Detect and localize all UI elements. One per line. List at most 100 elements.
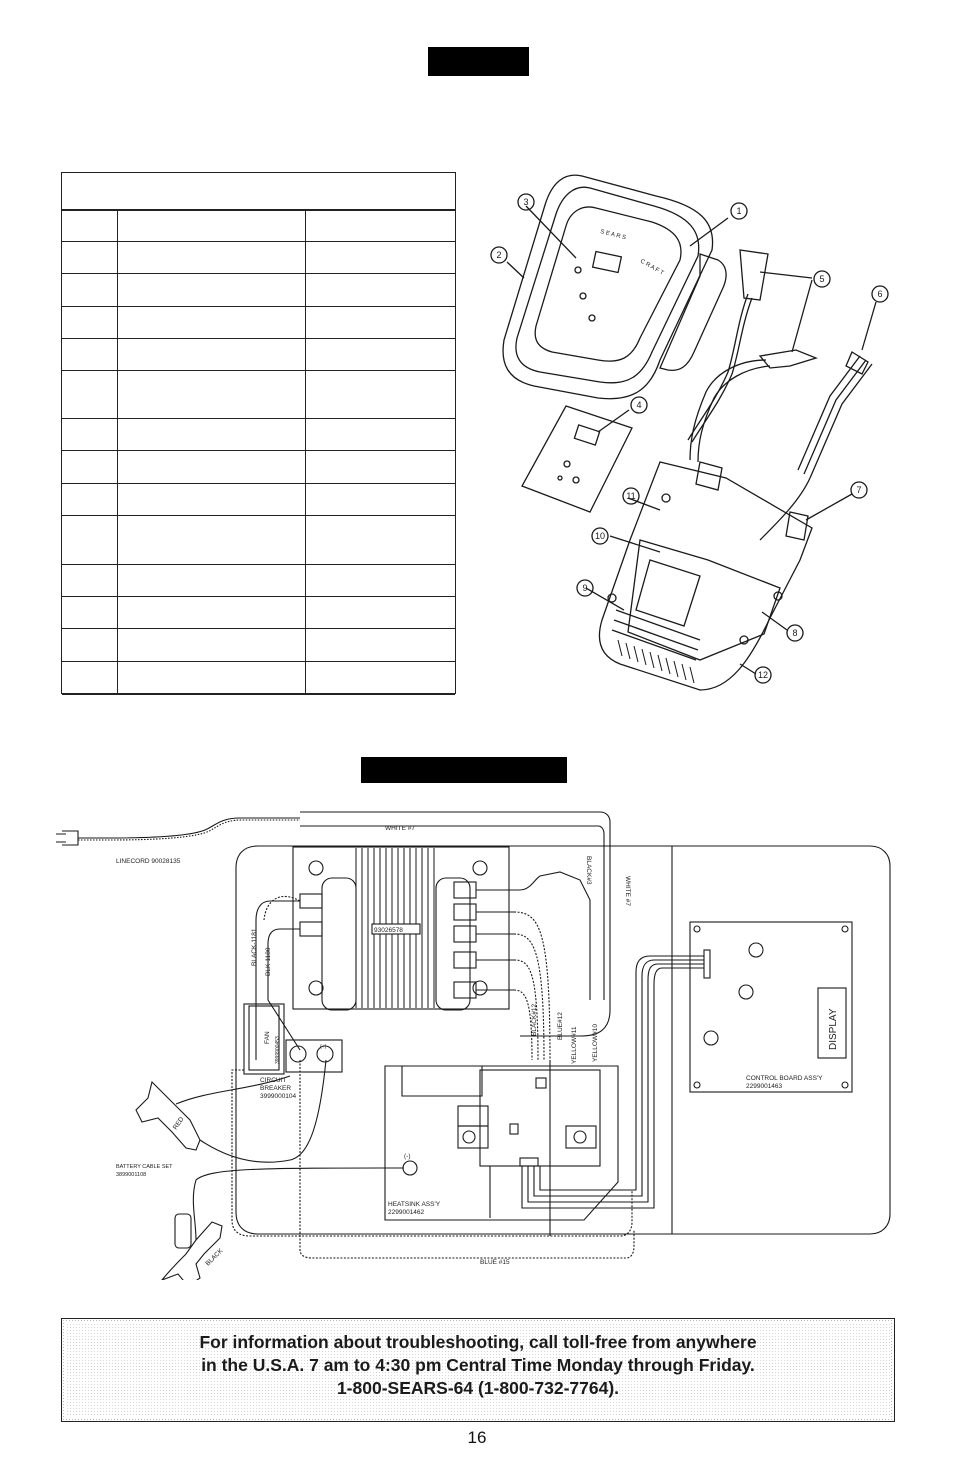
- parts-table-cell: [62, 450, 118, 484]
- wiring-diagram: WHITE #7 LINECORD 90028135 BLACK-1181 BL…: [56, 811, 891, 1280]
- parts-table-row: [62, 661, 455, 695]
- label-blue-12: BLUE#12: [557, 1012, 564, 1040]
- parts-table-row: [62, 210, 455, 242]
- parts-table-cell: [117, 450, 306, 484]
- info-line-1: For information about troubleshooting, c…: [199, 1332, 757, 1352]
- parts-table-cell: [305, 515, 455, 565]
- red-clamp: [135, 1080, 201, 1151]
- label-breaker: BREAKER: [260, 1085, 291, 1092]
- label-control-board: CONTROL BOARD ASS'Y: [746, 1075, 823, 1082]
- callout-4: 4: [636, 400, 641, 410]
- parts-table-cell: [117, 661, 306, 695]
- label-yellow-11: YELLOW#11: [571, 1026, 578, 1064]
- parts-table-cell: [305, 450, 455, 484]
- label-control-board-pn: 2299001463: [746, 1083, 783, 1090]
- callout-12: 12: [758, 670, 768, 680]
- parts-table-cell: [62, 418, 118, 451]
- callout-5: 5: [819, 274, 824, 284]
- parts-table-row: [62, 370, 455, 419]
- parts-table-row: [62, 564, 455, 597]
- parts-table-cell: [62, 210, 118, 242]
- callout-3: 3: [523, 197, 528, 207]
- parts-table-cell: [62, 661, 118, 695]
- parts-table-row: [62, 241, 455, 274]
- label-black-13: BLACK#3: [585, 856, 592, 885]
- parts-table-cell: [305, 370, 455, 419]
- callout-11: 11: [626, 491, 635, 501]
- parts-table-row: [62, 306, 455, 339]
- label-black-12: BLACK#12: [531, 1003, 538, 1036]
- wiring-diagram-title-bar: [361, 757, 567, 783]
- parts-table-cell: [305, 564, 455, 597]
- callout-1: 1: [736, 206, 741, 216]
- label-battery-cable-pn: 3899001108: [116, 1172, 146, 1178]
- control-board-assembly: [689, 921, 853, 1093]
- label-transformer-pn: 93026578: [374, 927, 403, 934]
- label-white-top: WHITE #7: [385, 825, 415, 832]
- troubleshooting-info-box: For information about troubleshooting, c…: [61, 1318, 895, 1422]
- parts-table-cell: [305, 628, 455, 662]
- front-cover: [502, 174, 714, 400]
- parts-table-cell: [117, 628, 306, 662]
- label-white-right: WHITE #7: [624, 876, 631, 906]
- label-circuit: CIRCUIT: [260, 1077, 286, 1084]
- parts-table-cell: [62, 628, 118, 662]
- label-black-1181: BLACK-1181: [251, 928, 258, 966]
- label-yellow-10: YELLOW#10: [592, 1024, 599, 1062]
- label-battery-cable: BATTERY CABLE SET: [116, 1164, 173, 1170]
- svg-text:C R A F T: C R A F T: [639, 259, 665, 277]
- parts-table-cell: [117, 338, 306, 371]
- parts-table-row: [62, 418, 455, 451]
- black-clamp: [161, 1221, 223, 1280]
- label-fan: FAN: [264, 1031, 271, 1044]
- parts-table-cell: [305, 661, 455, 695]
- callout-7: 7: [856, 485, 861, 495]
- parts-table-row: [62, 515, 455, 565]
- parts-table-cell: [62, 273, 118, 307]
- parts-table-cell: [305, 306, 455, 339]
- transformer: [292, 846, 510, 1010]
- parts-table-cell: [305, 418, 455, 451]
- parts-table-cell: [305, 210, 455, 242]
- heatsink-assembly: [384, 1065, 619, 1221]
- label-minus: (-): [404, 1153, 411, 1160]
- parts-table-cell: [117, 483, 306, 516]
- parts-table-cell: [305, 483, 455, 516]
- parts-table-cell: [117, 515, 306, 565]
- plug: [56, 830, 79, 846]
- chassis: [235, 845, 891, 1235]
- parts-table-row: [62, 628, 455, 662]
- parts-table-cell: [117, 370, 306, 419]
- fan: [248, 1005, 280, 1071]
- parts-table-cell: [117, 564, 306, 597]
- circuit-breaker: [285, 1039, 343, 1073]
- page-number: 16: [467, 1428, 487, 1447]
- parts-table-cell: [117, 210, 306, 242]
- parts-table-cell: [62, 370, 118, 419]
- parts-table-row: [62, 338, 455, 371]
- parts-table-row: [62, 450, 455, 484]
- callout-9: 9: [582, 583, 587, 593]
- parts-table-header: [62, 173, 455, 210]
- info-line-3: 1-800-SEARS-64 (1-800-732-7764).: [336, 1378, 620, 1398]
- parts-list-title-bar: [428, 47, 529, 76]
- label-heatsink-pn: 2299001462: [388, 1209, 425, 1216]
- label-blk-1180: BLK-1180: [265, 947, 272, 976]
- label-display: DISPLAY: [828, 1008, 839, 1050]
- label-linecord: LINECORD 90028135: [116, 858, 181, 865]
- parts-table-cell: [117, 418, 306, 451]
- parts-list-table: [61, 172, 456, 695]
- parts-table-cell: [62, 515, 118, 565]
- parts-table-cell: [305, 596, 455, 629]
- parts-table-cell: [62, 483, 118, 516]
- parts-table-row: [62, 596, 455, 629]
- parts-table-cell: [62, 564, 118, 597]
- parts-table-cell: [62, 338, 118, 371]
- label-breaker-pn: 3999000104: [260, 1093, 297, 1100]
- callout-6: 6: [877, 289, 882, 299]
- parts-table-grid: [62, 210, 455, 695]
- parts-table-cell: [117, 306, 306, 339]
- parts-table-row: [62, 273, 455, 307]
- exploded-view-drawing: S E A R S C R A F T: [490, 174, 889, 691]
- svg-text:S E A R S: S E A R S: [600, 229, 627, 241]
